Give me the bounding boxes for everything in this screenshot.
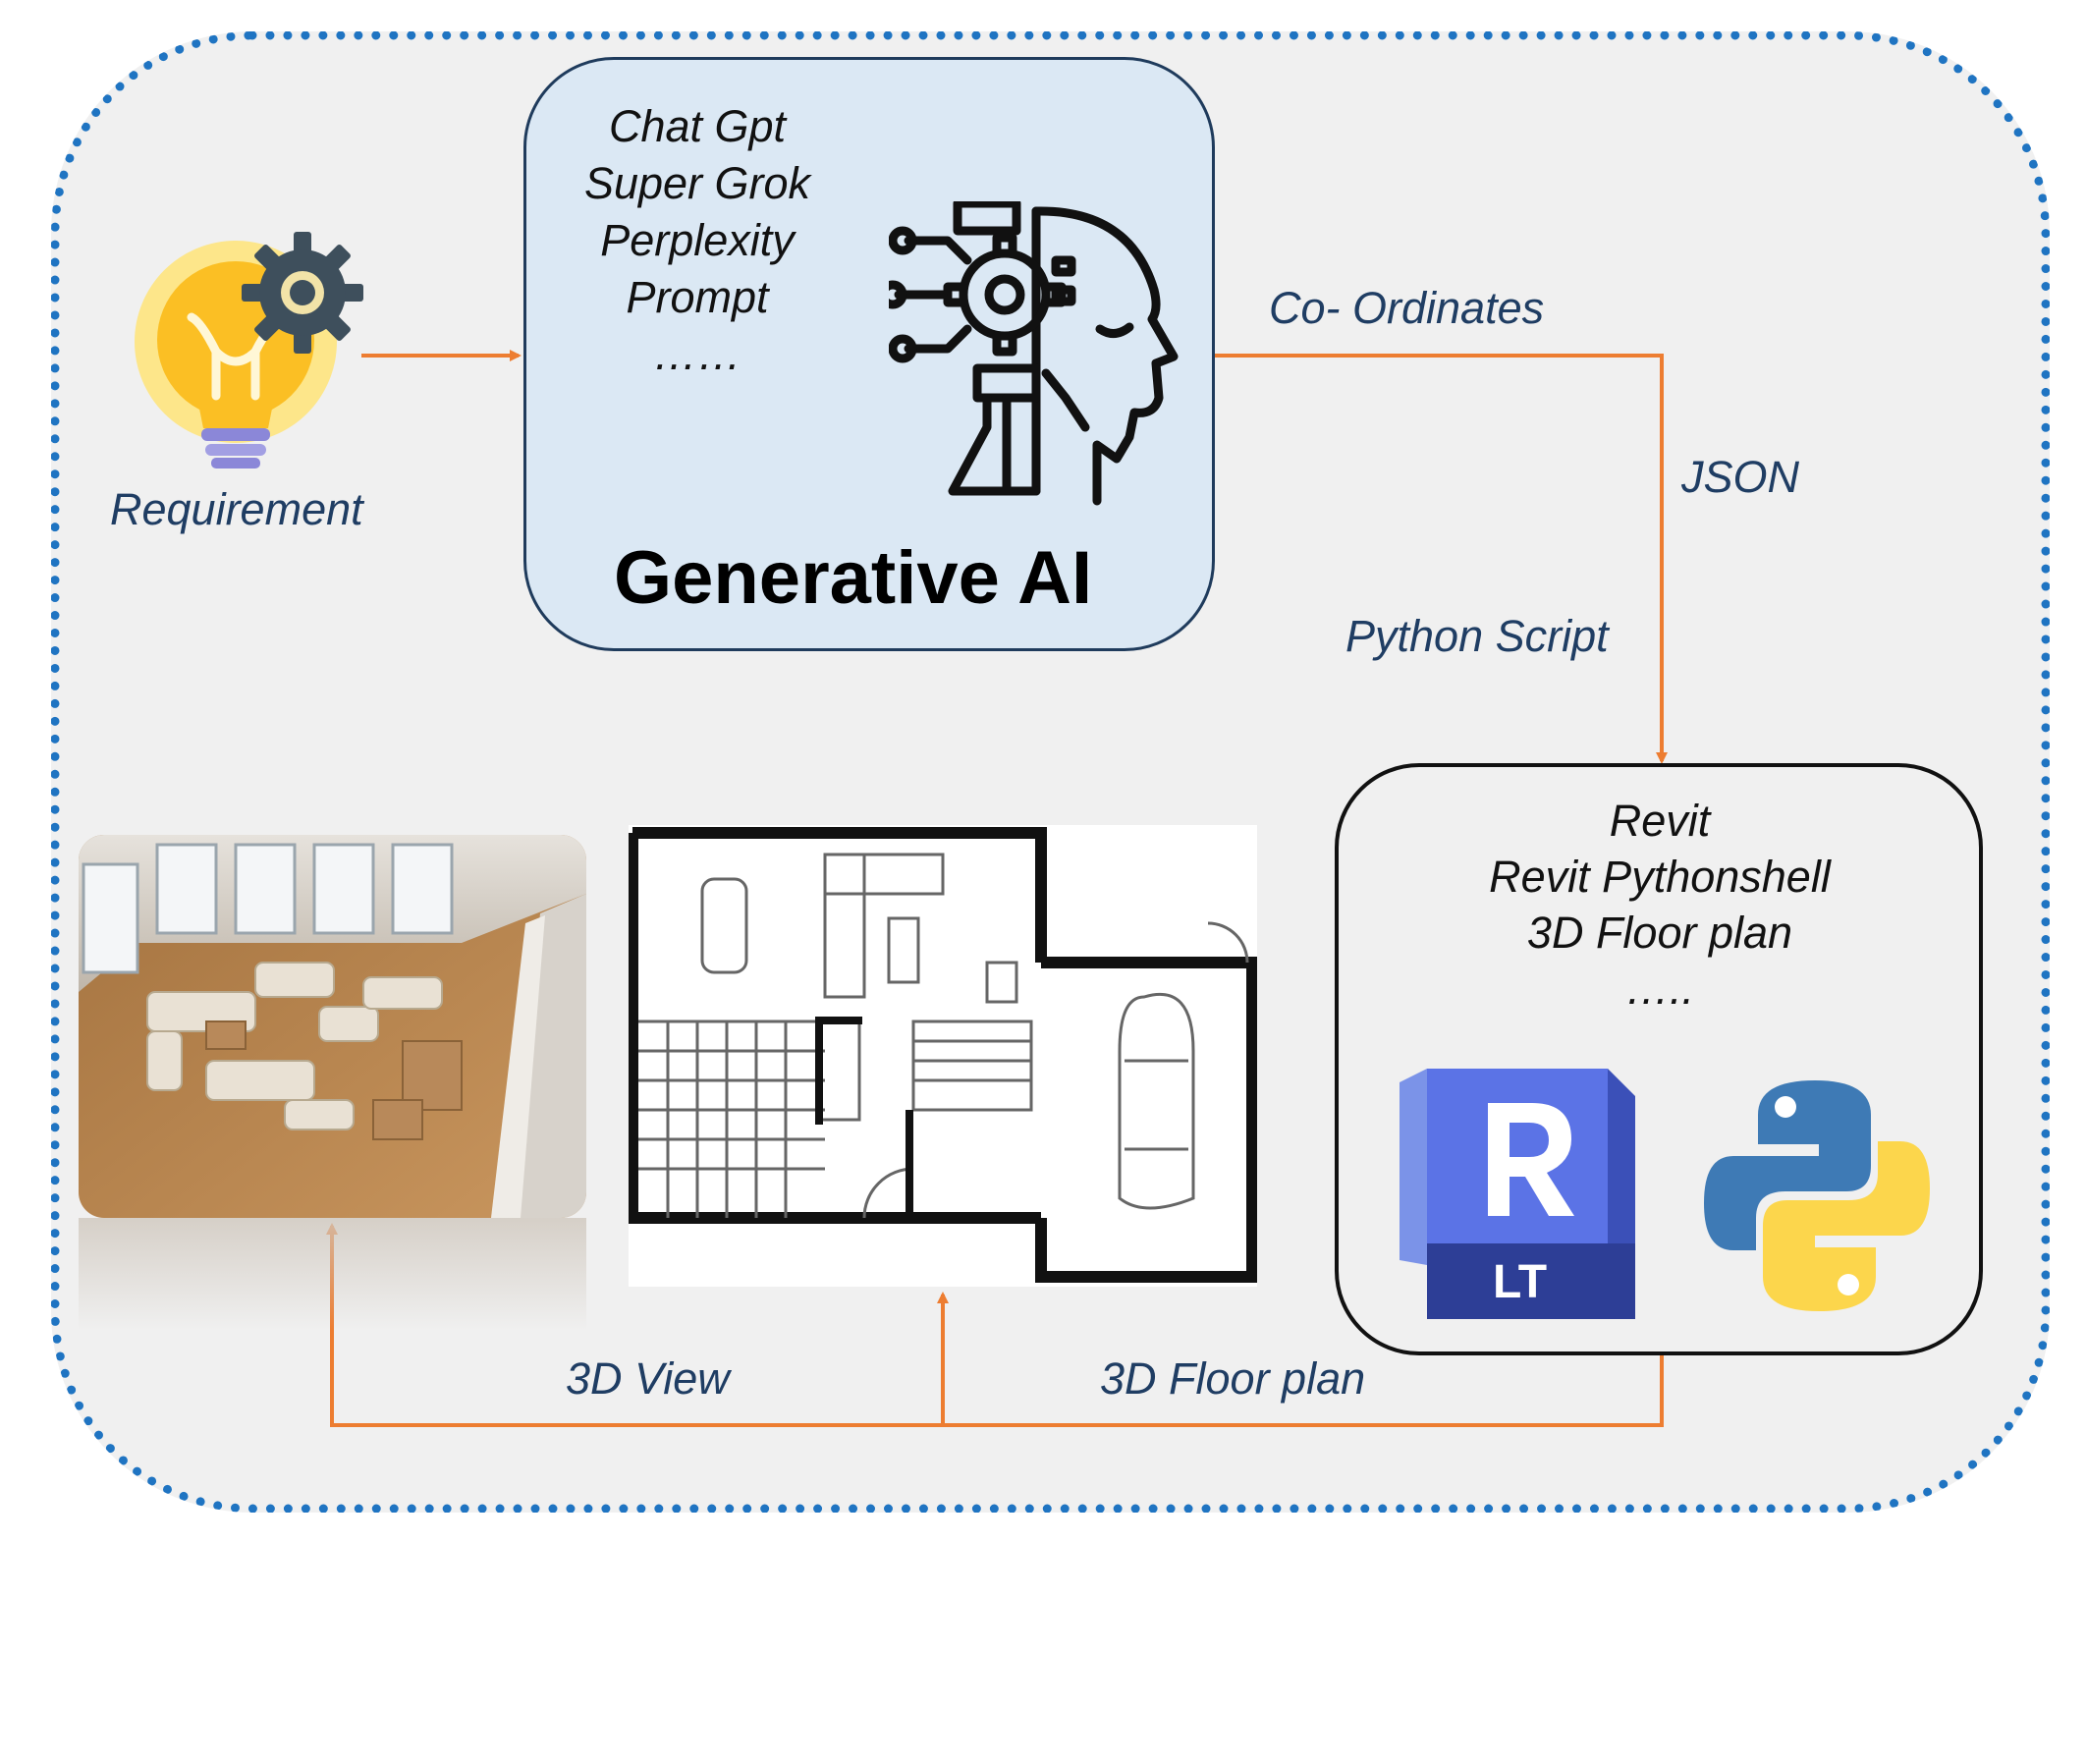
label-3d-floor-plan: 3D Floor plan bbox=[1100, 1353, 1366, 1404]
revit-logo-lt-text: LT bbox=[1493, 1256, 1548, 1308]
tool-perplexity: Perplexity bbox=[600, 215, 795, 265]
revit-item-pythonshell: Revit Pythonshell bbox=[1489, 852, 1831, 902]
render-3d-interior-image bbox=[79, 835, 586, 1218]
label-coordinates: Co- Ordinates bbox=[1269, 283, 1545, 333]
label-python-script: Python Script bbox=[1345, 611, 1609, 661]
tool-prompt: Prompt bbox=[626, 272, 769, 322]
revit-tools-box bbox=[1335, 763, 1983, 1355]
revit-item-ellipsis: ….. bbox=[1624, 964, 1694, 1014]
render-3d-interior-illustration bbox=[79, 835, 586, 1218]
render-reflection bbox=[79, 1218, 586, 1331]
genai-title: Generative AI bbox=[614, 536, 1093, 620]
revit-item-list: Revit Revit Pythonshell 3D Floor plan ….… bbox=[1365, 793, 1954, 1017]
lightbulb-gear-icon bbox=[135, 232, 363, 469]
revit-item-revit: Revit bbox=[1609, 796, 1711, 846]
label-3d-view: 3D View bbox=[566, 1353, 730, 1404]
python-logo-icon bbox=[1704, 1080, 1930, 1311]
floor-plan-2d-image bbox=[629, 825, 1257, 1287]
revit-item-3d-floor-plan: 3D Floor plan bbox=[1526, 908, 1793, 958]
requirement-label: Requirement bbox=[110, 484, 363, 534]
genai-tool-list: Chat Gpt Super Grok Perplexity Prompt …… bbox=[550, 98, 845, 383]
arrow-genai-to-revit bbox=[1215, 354, 1668, 764]
revit-lt-logo bbox=[1400, 1069, 1635, 1319]
ai-head-icon bbox=[889, 201, 1179, 506]
tool-super-grok: Super Grok bbox=[583, 158, 811, 208]
tool-chatgpt: Chat Gpt bbox=[608, 101, 787, 151]
generative-ai-box bbox=[523, 57, 1215, 651]
label-json: JSON bbox=[1681, 452, 1800, 502]
tool-ellipsis: …… bbox=[653, 329, 741, 379]
